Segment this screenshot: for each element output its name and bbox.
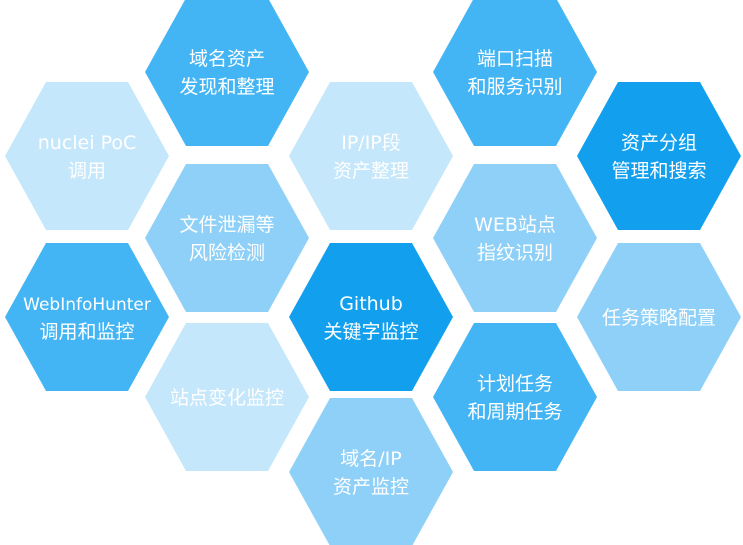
hex-shape [577,243,741,391]
hex-label-line: IP/IP段 [341,132,401,154]
hex-shape [145,323,309,471]
hex-label-line: 站点变化监控 [170,387,284,409]
hex-label-line: 风险检测 [189,242,265,264]
hex-label-line: 资产监控 [333,476,409,498]
hex-label-line: 管理和搜索 [611,160,706,182]
hex-webinfohunter: WebInfoHunter 调用和监控 [5,243,169,391]
hex-label-line: 和周期任务 [467,401,562,423]
hex-nuclei-poc: nuclei PoC 调用 [5,82,169,230]
hex-shape [5,243,169,391]
hex-label-line: 和服务识别 [467,76,562,98]
hex-label-line: 资产分组 [621,132,697,154]
hex-github-keyword-monitor: Github 关键字监控 [289,243,453,391]
hex-label-line: 调用和监控 [39,321,134,343]
hex-shape [145,164,309,312]
hex-label-line: 文件泄漏等 [179,214,274,236]
hex-label-line: 任务策略配置 [602,307,716,329]
hex-label-line: WEB站点 [474,214,556,236]
hex-label-line: 端口扫描 [477,48,553,70]
hex-label-line: 域名资产 [189,48,265,70]
hex-shape [433,0,597,146]
hex-label-line: 资产整理 [333,160,409,182]
hex-shape [145,0,309,146]
hex-label-line: Github [339,293,403,315]
hex-label-line: WebInfoHunter [23,295,151,315]
hex-site-change-monitor: 站点变化监控 [145,323,309,471]
hex-label-line: 关键字监控 [323,321,418,343]
hex-shape [289,243,453,391]
hex-shape [433,323,597,471]
hex-shape [5,82,169,230]
hex-domain-ip-monitor: 域名/IP 资产监控 [289,398,453,545]
hex-shape [577,82,741,230]
hex-label-line: nuclei PoC [38,132,137,154]
hex-shape [289,398,453,545]
hex-label-line: 发现和整理 [179,76,274,98]
hex-label-line: 域名/IP [340,448,401,470]
hex-shape [289,82,453,230]
hex-label-line: 调用 [68,160,106,182]
hex-task-strategy-config: 任务策略配置 [577,243,741,391]
hex-shape [433,164,597,312]
hex-label-line: 指纹识别 [477,242,553,264]
hex-label-line: 计划任务 [477,373,553,395]
